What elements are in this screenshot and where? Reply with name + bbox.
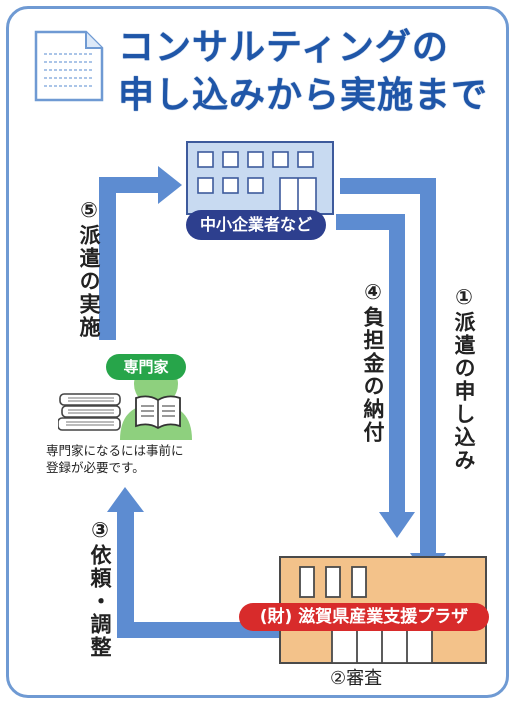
expert-note-line-2: 登録が必要です。 xyxy=(46,460,145,475)
arrow-1 xyxy=(340,178,436,194)
sme-label: 中小企業者など xyxy=(186,210,326,240)
title-line-1: コンサルティングの xyxy=(118,27,449,68)
book-stack-icon xyxy=(58,393,121,431)
step-5-label: ⑤派遣の実施 xyxy=(77,198,101,339)
page-title: コンサルティングの 申し込みから実施まで xyxy=(118,24,488,120)
open-book-icon xyxy=(135,395,181,430)
step-3-label: ③依頼・調整 xyxy=(88,518,112,659)
plaza-label: (財) 滋賀県産業支援プラザ xyxy=(239,603,489,631)
step-4-label: ④負担金の納付 xyxy=(361,280,385,444)
expert-label: 専門家 xyxy=(106,354,186,380)
document-icon xyxy=(34,30,104,102)
arrow-4 xyxy=(336,214,405,230)
expert-note: 専門家になるには事前に 登録が必要です。 xyxy=(46,442,184,476)
step-2-label: ②審査 xyxy=(330,668,383,689)
sme-building-icon xyxy=(186,141,334,215)
step-1-label: ①派遣の申し込み xyxy=(452,285,476,472)
title-line-2: 申し込みから実施まで xyxy=(118,75,489,116)
expert-figure xyxy=(58,362,192,440)
arrow-5 xyxy=(99,177,116,340)
expert-note-line-1: 専門家になるには事前に xyxy=(46,443,184,458)
